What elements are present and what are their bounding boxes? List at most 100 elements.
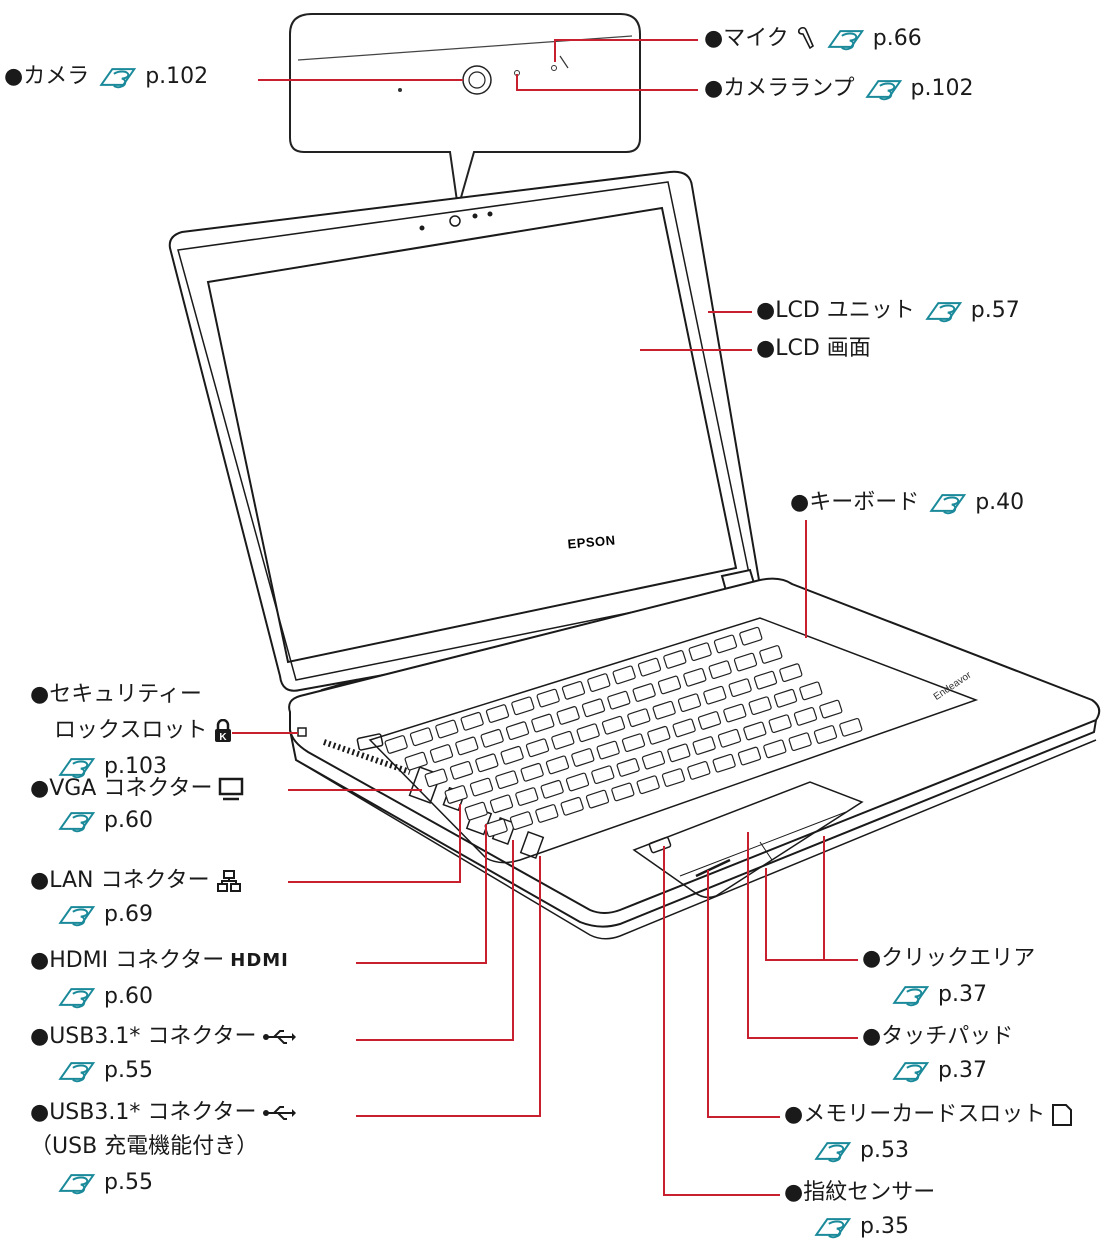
label-touchpad: ●タッチパッド bbox=[862, 1022, 1013, 1052]
keyboard-key bbox=[688, 642, 712, 662]
line-click-area bbox=[765, 868, 858, 961]
keyboard-key bbox=[687, 761, 711, 780]
keyboard-key bbox=[444, 785, 468, 804]
label-mic-name: ●マイク bbox=[704, 26, 789, 51]
label-usb1-page: p.55 bbox=[104, 1058, 153, 1083]
svg-text:K: K bbox=[220, 732, 228, 743]
pointing-hand-icon bbox=[930, 494, 966, 515]
label-vga-name: ●VGA コネクター bbox=[30, 776, 213, 801]
pointing-hand-icon bbox=[815, 1142, 851, 1163]
keyboard-key bbox=[509, 811, 534, 830]
keyboard-key bbox=[576, 723, 600, 743]
label-security-ref: p.103 bbox=[54, 752, 167, 782]
pointing-hand-icon bbox=[926, 302, 962, 323]
label-lcd-unit-page: p.57 bbox=[970, 298, 1020, 323]
keyboard-key bbox=[779, 663, 803, 683]
label-touchpad-ref: p.37 bbox=[888, 1056, 987, 1086]
line-mic bbox=[554, 39, 698, 62]
label-vga-ref: p.60 bbox=[54, 806, 153, 836]
epson-logo: EPSON bbox=[567, 532, 616, 551]
label-click-area-page: p.37 bbox=[938, 982, 987, 1007]
keyboard-key bbox=[637, 657, 662, 677]
keyboard-key bbox=[587, 673, 611, 692]
label-usb2-name: ●USB3.1* コネクター bbox=[30, 1100, 257, 1125]
keyboard-key bbox=[536, 688, 560, 708]
label-fingerprint-ref: p.35 bbox=[810, 1212, 909, 1242]
keyboard-key bbox=[663, 650, 687, 669]
keyboard-key bbox=[647, 725, 671, 745]
label-fingerprint-name: ●指紋センサー bbox=[784, 1180, 936, 1205]
line-touchpad bbox=[747, 832, 858, 1039]
label-hdmi-name: ●HDMI コネクター bbox=[30, 948, 225, 973]
keyboard-key bbox=[464, 801, 488, 821]
keyboard-key bbox=[748, 696, 772, 716]
pointing-hand-icon bbox=[815, 1218, 851, 1239]
keyboard-key bbox=[601, 715, 626, 735]
keyboard-key bbox=[737, 746, 762, 766]
label-memory-card-ref: p.53 bbox=[810, 1136, 909, 1166]
label-usb2-page: p.55 bbox=[104, 1170, 153, 1195]
line-lan bbox=[288, 804, 461, 883]
label-usb1: ●USB3.1* コネクター bbox=[30, 1022, 297, 1052]
keyboard-key bbox=[511, 696, 535, 716]
network-icon bbox=[216, 870, 241, 892]
label-mic-page: p.66 bbox=[872, 26, 922, 51]
label-fingerprint: ●指紋センサー bbox=[784, 1178, 935, 1208]
keyboard-key bbox=[773, 688, 798, 708]
leader-lines bbox=[232, 39, 858, 1196]
label-mic: ●マイク p.66 bbox=[704, 24, 922, 54]
pointing-hand-icon bbox=[893, 986, 929, 1007]
label-keyboard: ●キーボード p.40 bbox=[790, 488, 1024, 518]
label-vga: ●VGA コネクター bbox=[30, 774, 244, 804]
keyboard-key bbox=[641, 750, 666, 770]
label-usb2: ●USB3.1* コネクター bbox=[30, 1098, 297, 1128]
label-hdmi-page: p.60 bbox=[104, 984, 153, 1009]
keyboard-key bbox=[612, 665, 636, 685]
label-usb2-ref: p.55 bbox=[54, 1168, 153, 1198]
keyboard-key bbox=[505, 721, 530, 741]
label-security-name2: ロックスロット bbox=[54, 718, 208, 743]
keyboard-key bbox=[657, 675, 682, 695]
keyboard-key bbox=[435, 719, 459, 739]
keyboard-key bbox=[469, 777, 494, 797]
keyboard-key bbox=[480, 728, 504, 748]
label-fingerprint-page: p.35 bbox=[860, 1214, 909, 1239]
usb-icon bbox=[263, 1106, 297, 1120]
label-lan: ●LAN コネクター bbox=[30, 866, 242, 896]
label-lcd-screen: ●LCD 画面 bbox=[756, 334, 871, 364]
lock-icon: K bbox=[215, 719, 232, 743]
keyboard-key bbox=[753, 670, 778, 690]
keyboard-key bbox=[449, 760, 474, 780]
keyboard-key bbox=[743, 721, 767, 741]
keyboard-key bbox=[495, 770, 519, 790]
keyboard-key bbox=[793, 707, 818, 726]
laptop-illustration bbox=[168, 170, 1101, 940]
label-lan-page: p.69 bbox=[104, 902, 153, 927]
keyboard-key bbox=[596, 740, 620, 760]
keyboard-key bbox=[636, 775, 660, 795]
keyboard-key bbox=[525, 738, 550, 758]
keyboard-key bbox=[652, 700, 676, 720]
keyboard-key bbox=[409, 727, 434, 747]
keyboard-key bbox=[611, 782, 635, 802]
keyboard-key bbox=[485, 704, 510, 723]
pointing-hand-icon bbox=[59, 906, 95, 927]
keyboard-key bbox=[813, 725, 838, 744]
label-memory-card: ●メモリーカードスロット bbox=[784, 1100, 1073, 1130]
keyboard-key bbox=[585, 789, 610, 809]
keyboard-key bbox=[677, 693, 702, 713]
keyboard-key bbox=[581, 698, 606, 718]
keyboard-key bbox=[723, 703, 747, 723]
pointing-hand-icon bbox=[59, 812, 95, 833]
label-click-area: ●クリックエリア bbox=[862, 944, 1035, 974]
keyboard-key bbox=[531, 713, 555, 733]
label-camera-page: p.102 bbox=[145, 64, 209, 89]
keyboard-key bbox=[728, 678, 752, 698]
line-hdmi bbox=[356, 824, 487, 964]
keyboard-key bbox=[475, 753, 499, 773]
keyboard-key bbox=[384, 735, 408, 754]
label-camera-lamp-page: p.102 bbox=[910, 76, 974, 101]
keyboard-key bbox=[571, 748, 595, 767]
keyboard-key bbox=[627, 708, 651, 728]
label-security-page: p.103 bbox=[104, 754, 167, 779]
